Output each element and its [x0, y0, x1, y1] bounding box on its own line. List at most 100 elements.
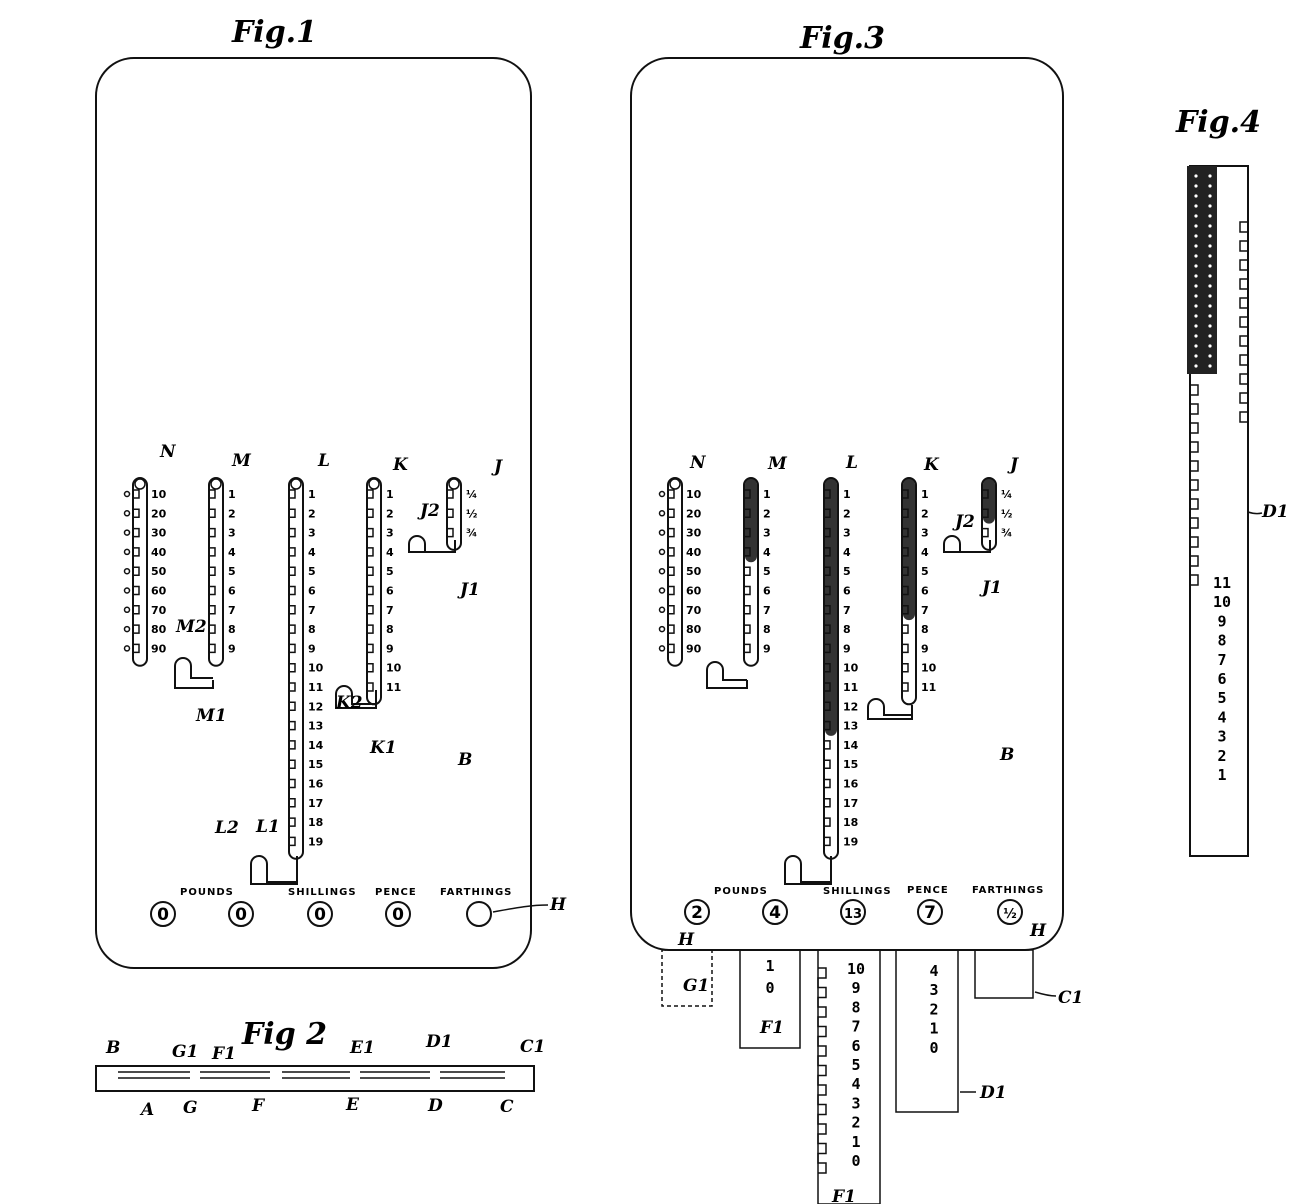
fig3-E1-num-0: 10 — [847, 960, 865, 978]
fig3-slots-tens-notch-7 — [668, 605, 675, 615]
fig2-ref-G1: G1 — [172, 1042, 198, 1062]
fig1-slots-shillings-notch-9 — [289, 643, 296, 654]
fig1-slots-pence-label-11: 11 — [386, 681, 401, 694]
fig3-slots-units-label-1: 1 — [763, 488, 771, 501]
fig3-slots-shillings-label-6: 6 — [843, 585, 851, 598]
fig1-slots-tens-notch-7 — [133, 605, 140, 615]
fig3-slots-shillings-notch-4 — [824, 547, 831, 557]
fig4-title: Fig.4 — [1175, 105, 1261, 140]
fig1-slots-tens-channel — [132, 477, 148, 667]
fig3-ref-L: L — [845, 453, 858, 473]
fig3-slots-shillings-notch-13 — [824, 720, 831, 731]
fig1-slots-tens-notch-9 — [133, 643, 140, 654]
fig1-slots-tens-label-2: 20 — [151, 507, 167, 520]
fig1-slots-units-notch-1 — [209, 489, 216, 499]
fig3-dial-pounds-tens — [684, 899, 710, 925]
fig3-slots-shillings-notch-15 — [824, 759, 831, 769]
fig3-ref-J2: J2 — [952, 512, 975, 532]
fig3-slots-tens-notch-3 — [668, 527, 675, 538]
fig4-dot-13-1 — [1208, 304, 1212, 308]
fig3-E1-tooth-path — [817, 967, 827, 1174]
fig3-D1-num-2: 2 — [929, 1000, 938, 1018]
fig3-E1-num-7: 3 — [851, 1094, 860, 1112]
fig3-slots-tens-label-7: 70 — [686, 604, 702, 617]
fig1-slots-farthings-stop — [448, 478, 460, 490]
fig3-slots-pence-notch-6 — [902, 585, 909, 596]
fig4-dot-11-1 — [1208, 284, 1212, 288]
fig3-D1-num-3: 1 — [929, 1020, 938, 1038]
fig1-slots-tens-label-4: 40 — [151, 546, 167, 559]
fig1-slots-tens-label-5: 50 — [151, 565, 167, 578]
fig1-slots-units-notch-7 — [209, 605, 216, 615]
fig4-num-1: 1 — [1217, 766, 1226, 784]
fig3-slots-units-label-8: 8 — [763, 623, 771, 636]
fig3-slots-tens-label-4: 40 — [686, 546, 702, 559]
fig3-ref-F1-bottom: F1 — [831, 1187, 856, 1204]
fig4-dot-15-0 — [1194, 324, 1198, 328]
fig1-slots-shillings-label-1: 1 — [308, 488, 316, 501]
fig4-dot-9-1 — [1208, 264, 1212, 268]
fig4-dot-17-1 — [1208, 344, 1212, 348]
fig4-dot-4-1 — [1208, 214, 1212, 218]
fig3-slots-units-notch-7 — [744, 605, 751, 615]
fig3-slots-tens-notch-2 — [668, 508, 675, 519]
fig1-slots-units-notch-3 — [209, 527, 216, 538]
fig3-caption-shillings: SHILLINGS — [823, 886, 892, 897]
fig1-slots-units-label-1: 1 — [228, 488, 236, 501]
fig1-slots-shillings-label-2: 2 — [308, 507, 316, 520]
fig4-dot-2-1 — [1208, 194, 1212, 198]
fig3-slots-tens-hole-9 — [658, 645, 666, 652]
fig4-dot-15-1 — [1208, 324, 1212, 328]
fig1-dial-value-4: 0 — [392, 905, 404, 925]
fig1-slots-shillings-notch-11 — [289, 682, 296, 692]
fig1-slots-units-notch-2 — [209, 508, 216, 519]
fig1-slots-tens-hole-3 — [123, 529, 131, 536]
fig3-slots-units-label-3: 3 — [763, 527, 771, 540]
fig3-slots-tens-notch-9 — [668, 643, 675, 654]
fig1-ref-M: M — [231, 451, 252, 471]
fig4-dot-0-1 — [1208, 174, 1212, 178]
fig2-ref-B: B — [105, 1038, 120, 1058]
fig3-slots-shillings-notch-11 — [824, 682, 831, 692]
fig3-slots-farthings-label-2: ½ — [1001, 507, 1012, 520]
fig4-dot-12-0 — [1194, 294, 1198, 298]
fig3-title: Fig.3 — [799, 21, 885, 56]
fig1-slots-tens-label-8: 80 — [151, 623, 167, 636]
fig1-slots-tens-label-7: 70 — [151, 604, 167, 617]
fig1-slots-units-notch-9 — [209, 643, 216, 654]
fig3-slots-tens-label-5: 50 — [686, 565, 702, 578]
fig3-slots-pence-notch-11 — [902, 682, 909, 692]
fig3-slots-units-label-2: 2 — [763, 507, 771, 520]
fig3-slots-shillings-notch-19 — [824, 836, 831, 847]
fig1-slots-tens-hole-5 — [123, 567, 131, 575]
fig1-slots-units-label-4: 4 — [228, 546, 236, 559]
fig1-dial-value-3: 0 — [314, 905, 326, 925]
fig3-dial-pounds-units — [762, 899, 788, 925]
fig4-leader-D1 — [1247, 511, 1263, 515]
fig3-slots-pence-label-8: 8 — [921, 623, 929, 636]
fig3-slots-shillings-label-1: 1 — [843, 488, 851, 501]
fig1-slots-pence-label-3: 3 — [386, 527, 394, 540]
fig1-slots-shillings-notch-13 — [289, 720, 296, 731]
fig1-slots-shillings-notch-19 — [289, 836, 296, 847]
fig3-ref-M: M — [767, 454, 788, 474]
fig4-dot-19-1 — [1208, 364, 1212, 368]
fig3-slots-shillings-notch-12 — [824, 701, 831, 712]
fig4-dot-3-0 — [1194, 204, 1198, 208]
fig3-slots-tens-stop — [669, 478, 681, 490]
fig2-ref-D1: D1 — [425, 1032, 453, 1052]
fig1-slots-pence-label-4: 4 — [386, 546, 394, 559]
fig4-num-9: 9 — [1217, 612, 1226, 630]
fig3-slots-shillings-label-10: 10 — [843, 662, 859, 675]
fig3-F1-num-0: 0 — [765, 979, 774, 997]
fig1-ref-L2: L2 — [214, 818, 239, 838]
fig2-ref-C1: C1 — [520, 1037, 545, 1057]
fig3-slots-tens-hole-2 — [658, 510, 666, 517]
fig3-slots-pence-label-11: 11 — [921, 681, 936, 694]
fig1-caption-pounds: POUNDS — [180, 887, 234, 898]
fig4-teeth — [1189, 221, 1249, 586]
fig1-slots-pence-notch-7 — [367, 605, 374, 615]
fig3-E1-num-6: 4 — [851, 1075, 860, 1093]
fig3-ref-J1: J1 — [979, 578, 1002, 598]
